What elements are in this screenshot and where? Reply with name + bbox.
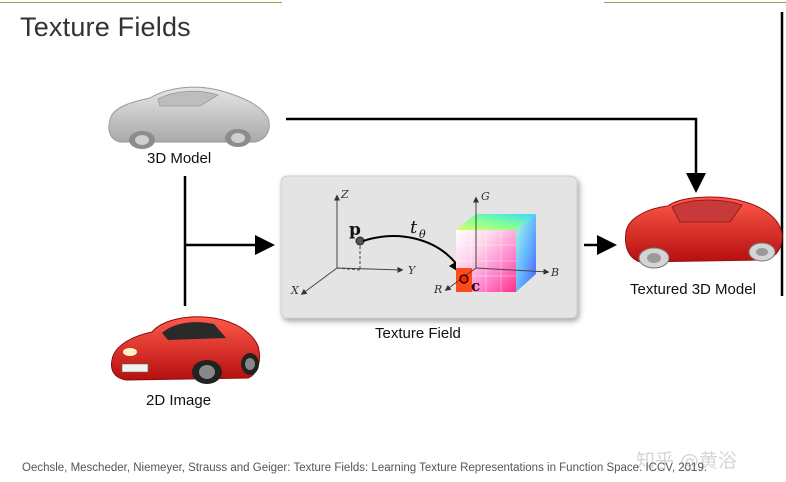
point-p-symbol: p <box>349 220 361 240</box>
connector-lines <box>183 12 784 306</box>
function-t-symbol: t <box>410 217 418 238</box>
top-accent-line-right <box>604 2 786 3</box>
label-texture-field: Texture Field <box>375 325 461 342</box>
color-c-symbol: c <box>471 277 480 295</box>
red-textured-3d-car <box>625 196 783 269</box>
axis-y-label: Y <box>408 264 417 277</box>
top-accent-line-left <box>0 2 282 3</box>
axis-z-label: Z <box>340 188 349 201</box>
xyz-axes <box>300 194 404 295</box>
texture-field-panel: Z X Y G R B p c t θ <box>280 175 578 319</box>
slide-title: Texture Fields <box>20 12 191 42</box>
watermark-text: 知乎 @黄浴 <box>636 450 738 472</box>
rgb-color-cube <box>444 196 550 292</box>
axis-r-label: R <box>433 283 442 296</box>
label-2d-image: 2D Image <box>146 392 212 409</box>
citation-text: Oechsle, Mescheder, Niemeyer, Strauss an… <box>22 462 708 474</box>
label-textured-3d-model: Textured 3D Model <box>630 281 756 298</box>
axis-b-label: B <box>550 266 559 279</box>
axis-g-label: G <box>481 190 490 203</box>
label-3d-model: 3D Model <box>147 150 212 167</box>
function-theta-subscript: θ <box>419 228 426 241</box>
red-2d-image-car <box>111 316 261 384</box>
gray-3d-car-model <box>108 86 270 149</box>
axis-x-label: X <box>290 284 300 297</box>
